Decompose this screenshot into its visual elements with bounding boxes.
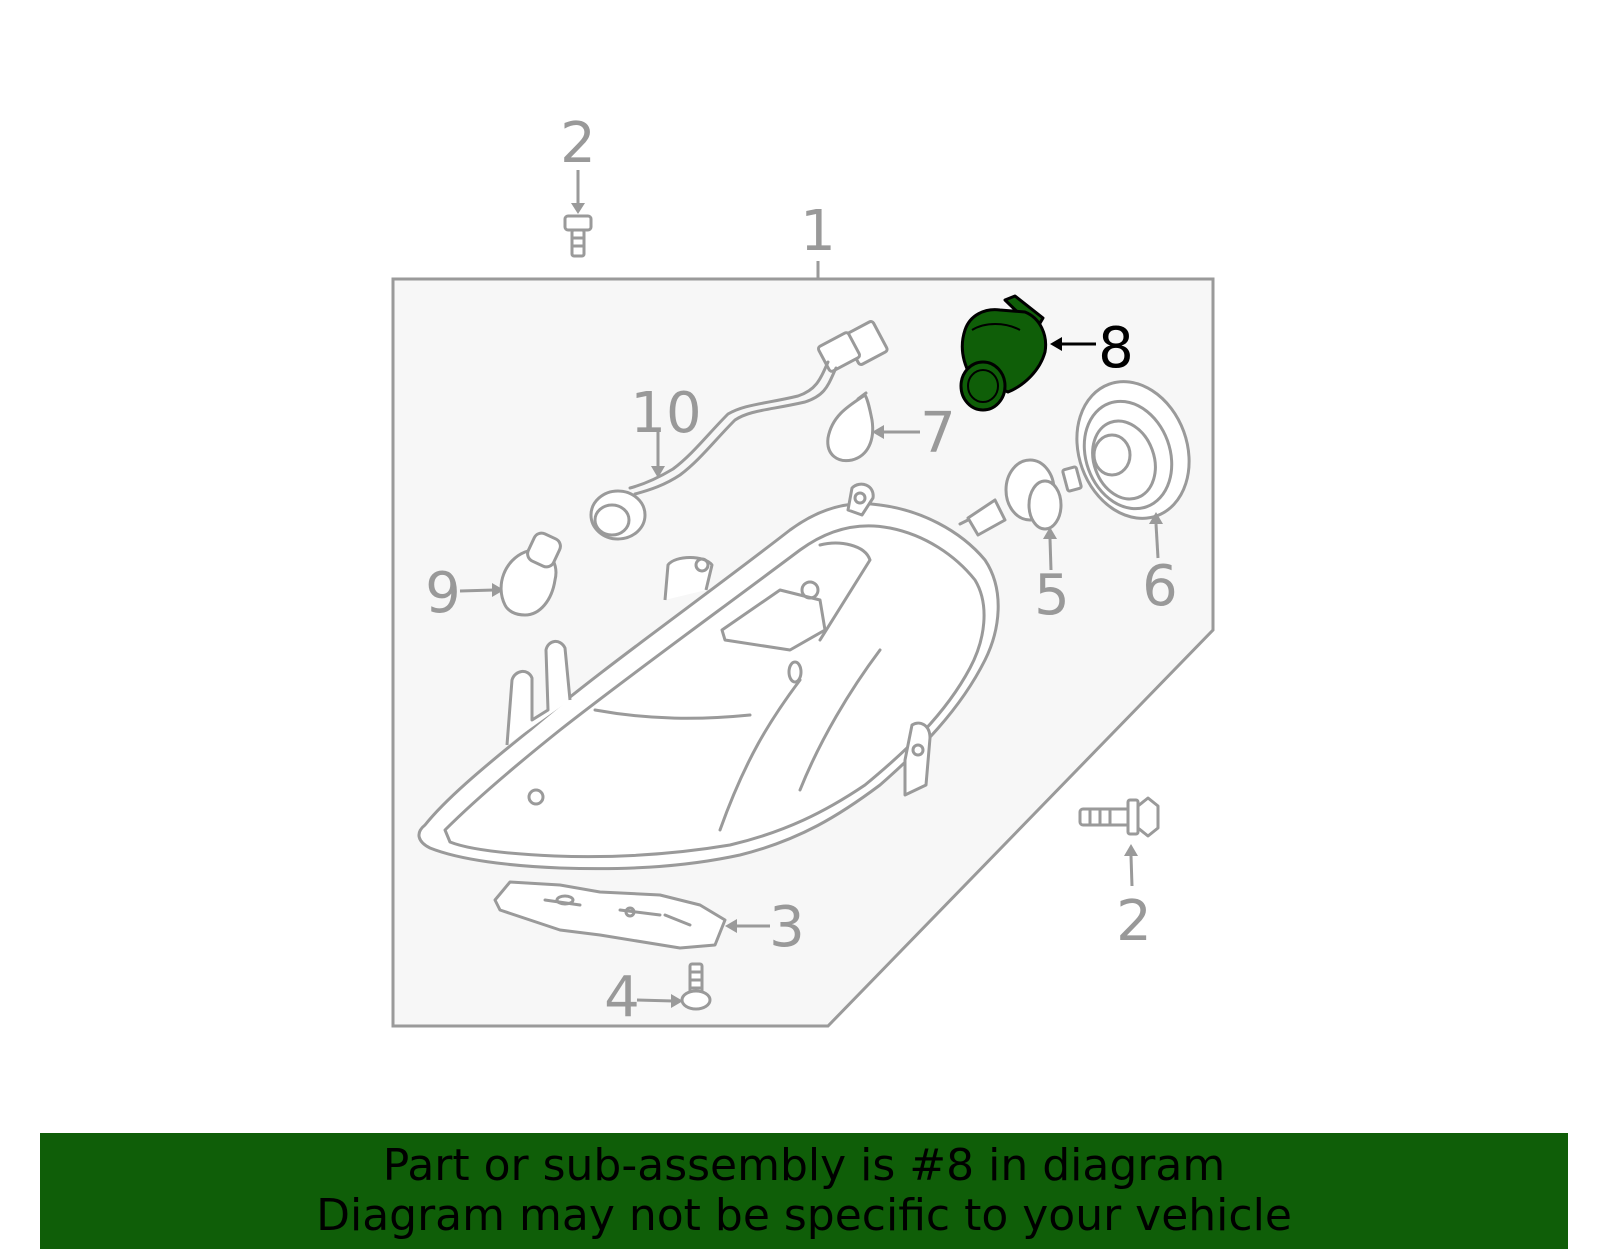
arrowhead-8 [1050, 337, 1062, 351]
callout-2-bottom: 2 [1116, 889, 1152, 954]
banner-line-2: Diagram may not be specific to your vehi… [316, 1190, 1292, 1241]
arrowhead-2-top [571, 203, 585, 214]
arrowhead-10 [651, 466, 665, 478]
callout-5: 5 [1034, 563, 1070, 628]
callout-1: 1 [800, 199, 836, 264]
screw-icon [680, 962, 712, 1011]
halogen-bulb-icon [958, 458, 1083, 537]
wiring-harness-icon [589, 320, 889, 541]
arrowhead-9 [492, 583, 504, 597]
callout-10: 10 [630, 381, 701, 446]
leader-9 [459, 588, 495, 593]
bulb-socket-icon [959, 294, 1048, 412]
dust-cover-icon [1075, 380, 1191, 520]
wedge-bulb-icon [826, 391, 875, 463]
callout-8: 8 [1098, 316, 1134, 381]
bolt-icon [563, 214, 593, 258]
callout-6: 6 [1142, 554, 1178, 619]
info-banner: Part or sub-assembly is #8 in diagram Di… [40, 1133, 1568, 1249]
arrowhead-4 [671, 994, 683, 1008]
arrowhead-2-bottom [1124, 844, 1138, 856]
flange-bolt-icon [1078, 796, 1160, 838]
arrowhead-7 [872, 425, 884, 439]
callout-2-top: 2 [560, 111, 596, 176]
callout-4: 4 [604, 965, 640, 1030]
arrowhead-5 [1043, 527, 1057, 539]
leader-2-bottom [1129, 855, 1134, 887]
leader-6 [1154, 523, 1160, 559]
arrowhead-3 [725, 919, 737, 933]
turn-signal-bulb-icon [499, 531, 562, 617]
leader-5 [1048, 538, 1053, 571]
banner-line-1: Part or sub-assembly is #8 in diagram [382, 1140, 1226, 1191]
headlamp-assembly-icon [417, 482, 1000, 871]
callout-3: 3 [769, 895, 805, 960]
arrowhead-6 [1149, 512, 1163, 524]
callout-9: 9 [425, 561, 461, 626]
callout-7: 7 [920, 401, 956, 466]
mounting-bracket-icon [493, 880, 727, 950]
leader-4 [636, 998, 674, 1003]
